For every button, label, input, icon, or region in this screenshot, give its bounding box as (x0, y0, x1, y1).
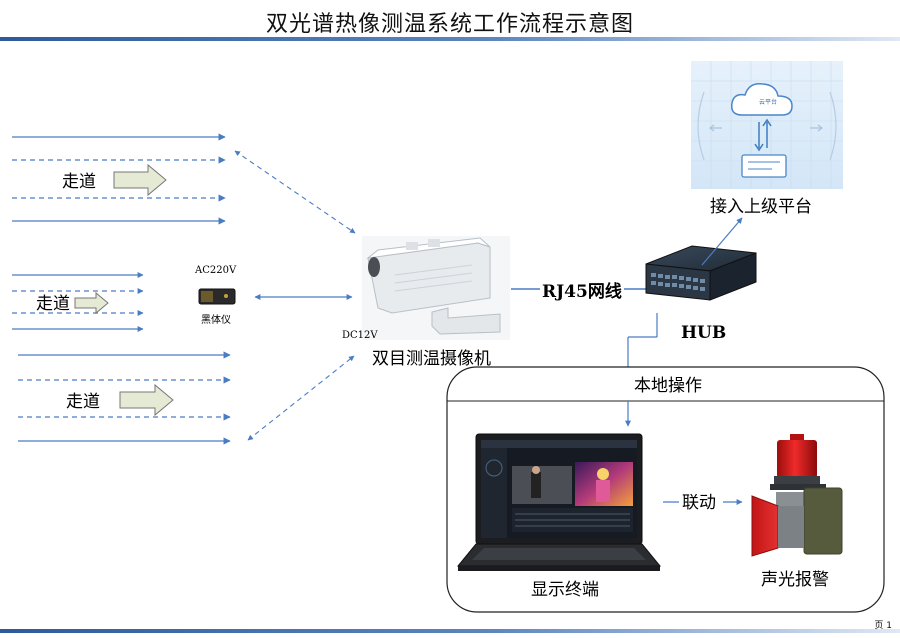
corridor-middle-lines (12, 272, 144, 332)
local-operation-title: 本地操作 (634, 376, 702, 396)
link-label: 联动 (682, 493, 716, 513)
server-device-icon (741, 154, 787, 178)
camera-view-top-link (234, 150, 356, 234)
corridor-bottom-label: 走道 (66, 392, 100, 412)
laptop-display-terminal-icon (456, 433, 662, 571)
display-terminal-label: 显示终端 (531, 580, 599, 600)
hub-to-cloud-link (701, 217, 743, 266)
local-operation-box (446, 366, 885, 613)
corridor-bottom-lines (18, 351, 231, 445)
top-rule (0, 37, 900, 41)
corridor-bottom-arrow-icon (119, 383, 174, 417)
corridor-top-label: 走道 (62, 172, 96, 192)
hub-label: HUB (681, 323, 726, 343)
alarm-label: 声光报警 (761, 570, 829, 590)
diagram-title: 双光谱热像测温系统工作流程示意图 (265, 12, 634, 37)
camera-view-bottom-link (247, 355, 355, 441)
page-number: 页 1 (874, 621, 892, 631)
blackbody-device-icon (198, 288, 236, 305)
blackbody-name-label: 黑体仪 (201, 314, 231, 326)
corridor-top-arrow-icon (113, 163, 167, 197)
corridor-middle-arrow-icon (74, 291, 109, 315)
side-arrows-icon (709, 124, 823, 132)
bottom-rule (0, 629, 900, 633)
sound-light-alarm-icon (751, 434, 843, 557)
hub-switch-icon (645, 245, 757, 301)
camera-power-label: DC12V (342, 330, 378, 341)
cloud-icon (730, 82, 793, 116)
cloud-icon-label: 云平台 (759, 98, 777, 106)
upload-download-arrows-icon (754, 118, 772, 152)
camera-name-label: 双目测温摄像机 (372, 349, 491, 369)
corridor-middle-label: 走道 (36, 294, 70, 314)
blackbody-power-label: AC220V (194, 265, 237, 276)
dual-camera-icon (362, 236, 510, 340)
rj45-cable-label: RJ45网线 (542, 281, 622, 302)
corridor-top-lines (12, 133, 226, 225)
cloud-platform-label: 接入上级平台 (710, 197, 812, 217)
